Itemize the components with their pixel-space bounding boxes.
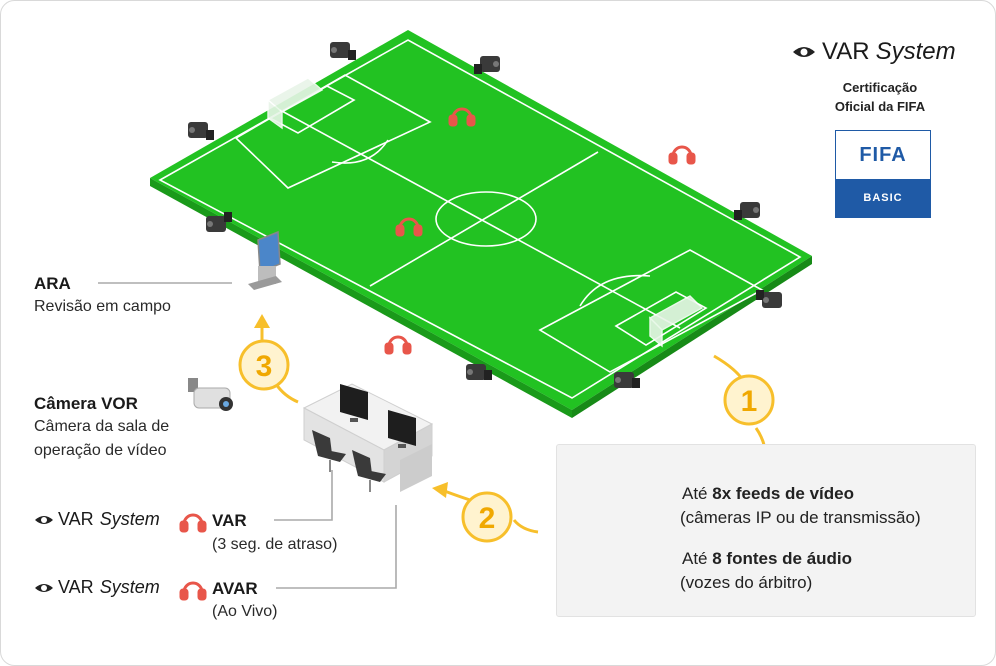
certification-text: Certificação Oficial da FIFA [810, 78, 950, 116]
vor-title: Câmera VOR [34, 394, 138, 413]
audio-bold: 8 fontes de áudio [712, 549, 853, 568]
certification-line-2: Oficial da FIFA [834, 99, 926, 114]
headset-icon [384, 335, 412, 355]
ara-title: ARA [34, 274, 71, 293]
certification-line-1: Certificação [842, 80, 918, 95]
var-subtitle: (3 seg. de atraso) [212, 536, 338, 553]
video-prefix: Até [682, 484, 713, 503]
vor-line-2: operação de vídeo [34, 442, 167, 459]
operation-desk [302, 383, 434, 492]
headset-icon [179, 581, 207, 601]
fifa-logo: FIFA [859, 143, 907, 166]
fifa-tier: BASIC [836, 179, 930, 217]
brand-word-var: VAR [58, 577, 94, 597]
var-logo-icons [35, 47, 815, 592]
video-bold: 8x feeds de vídeo [712, 484, 854, 503]
ara-subtitle: Revisão em campo [34, 298, 171, 315]
camera-icon [756, 290, 782, 308]
camera-icon [206, 212, 232, 232]
audio-sources-sub: (vozes do árbitro) [680, 573, 813, 592]
camera-icon [466, 364, 492, 380]
camera-icon [734, 202, 760, 220]
vor-line-1: Câmera da sala de [34, 418, 170, 435]
camera-icon [330, 42, 356, 60]
audio-sources-line: Até 8 fontes de áudio [682, 549, 852, 569]
fifa-badge: FIFA BASIC [835, 130, 931, 218]
video-feeds-sub: (câmeras IP ou de transmissão) [680, 508, 921, 527]
brand-word-system: System [875, 38, 956, 65]
headset-icon [668, 145, 696, 165]
step-number-3: 3 [256, 350, 273, 383]
step-number-1: 1 [741, 385, 758, 418]
ara-kiosk-icon [248, 230, 282, 290]
avar-title: AVAR [212, 579, 258, 598]
camera-icon [614, 372, 640, 388]
info-box [556, 444, 976, 617]
step-number-2: 2 [479, 502, 496, 535]
headset-icon [179, 513, 207, 533]
var-title: VAR [212, 511, 247, 530]
brand-word-system: System [99, 577, 160, 597]
audio-prefix: Até [682, 549, 713, 568]
vor-camera-icon [188, 378, 233, 411]
headset-icon [448, 107, 476, 127]
var-logo-icon [35, 584, 53, 592]
brand-word-var: VAR [822, 38, 870, 65]
headset-icon [395, 217, 423, 237]
camera-icon [474, 56, 500, 74]
video-feeds-line: Até 8x feeds de vídeo [682, 484, 854, 504]
var-logo-icon [35, 516, 53, 524]
step-circles [238, 339, 775, 543]
brand-word-var: VAR [58, 509, 94, 529]
camera-icon [188, 122, 214, 140]
brand-word-system: System [99, 509, 160, 529]
camera-icons [188, 42, 782, 388]
var-logo-icon [793, 47, 815, 57]
avar-subtitle: (Ao Vivo) [212, 603, 278, 620]
